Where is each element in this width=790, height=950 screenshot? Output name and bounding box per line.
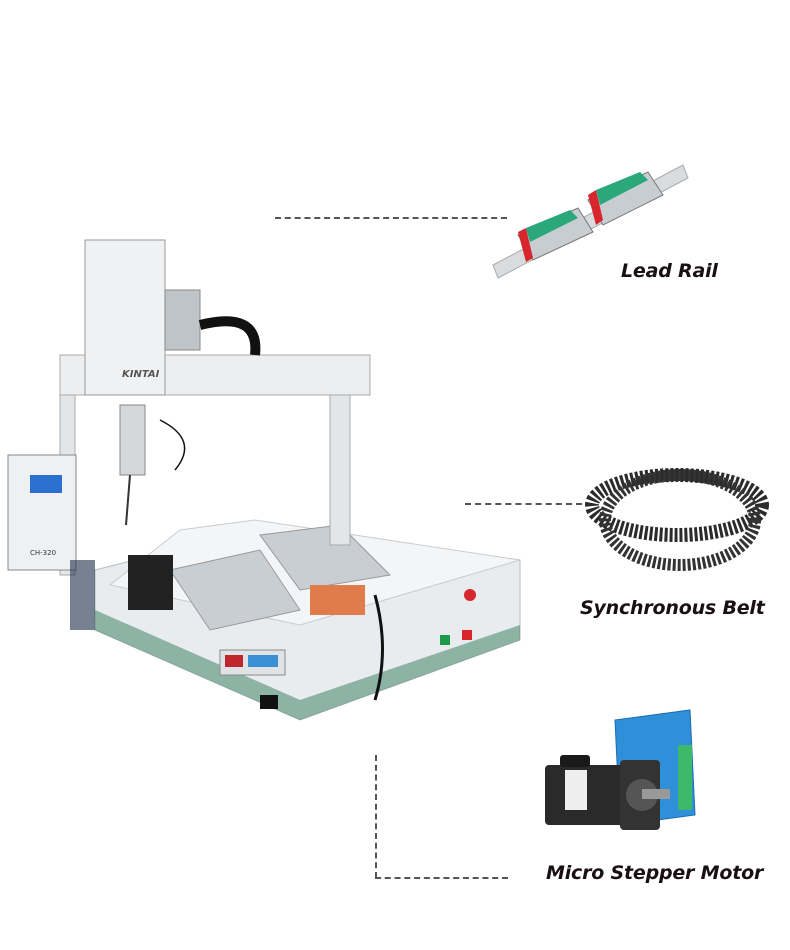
lead-rail-image — [492, 164, 689, 279]
svg-text:KINTAI: KINTAI — [122, 369, 160, 380]
soldering-robot-machine-image: KINTAI CH-320 — [7, 239, 521, 721]
synchronous-belt-label: Synchronous Belt — [580, 597, 765, 619]
synchronous-belt-image — [585, 468, 769, 571]
svg-text:CH-320: CH-320 — [30, 549, 56, 557]
lead-rail-label: Lead Rail — [621, 260, 718, 282]
stepper-motor-callout-line-vertical — [375, 755, 377, 878]
stepper-motor-callout-line-horizontal — [375, 877, 508, 879]
synchronous-belt-callout-line — [465, 503, 582, 505]
micro-stepper-motor-image — [545, 709, 696, 830]
lead-rail-callout-line — [275, 217, 507, 219]
micro-stepper-motor-label: Micro Stepper Motor — [546, 862, 764, 884]
